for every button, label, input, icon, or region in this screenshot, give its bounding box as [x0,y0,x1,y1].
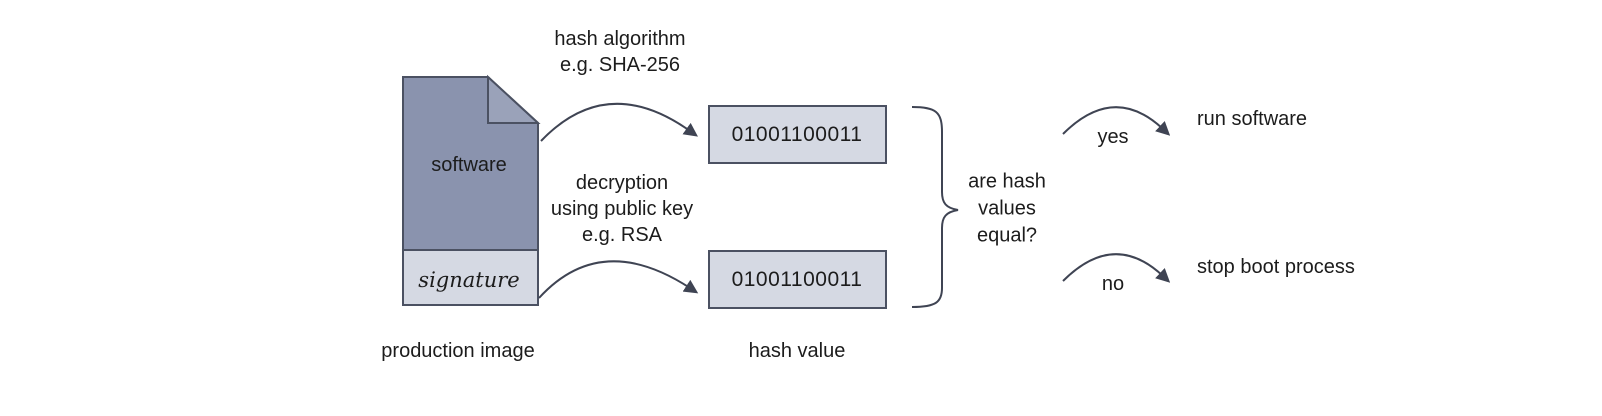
hash-equal-question: are hash values equal? [968,170,1046,247]
hash-value-box-bottom [708,250,887,309]
production-image-document [402,74,541,306]
signature-section-shape [402,249,539,306]
decryption-label: decryption using public key e.g. RSA [550,172,694,246]
hash-value-box-top [708,105,887,164]
no-arrow [1062,253,1171,283]
hash-value-top-text: 01001100011 [731,123,863,146]
hash-value-bottom-text: 01001100011 [731,268,863,291]
yes-label: yes [1097,126,1129,148]
software-label: software [431,154,507,176]
hash-algorithm-label: hash algorithm e.g. SHA-256 [554,28,686,76]
decryption-arrow [538,260,699,299]
no-label: no [1101,273,1125,295]
production-image-caption: production image [381,340,535,362]
hash-value-caption: hash value [748,340,846,362]
run-software-outcome: run software [1197,108,1308,130]
document-folded-corner-icon [487,74,541,124]
connector-lines [538,102,1171,308]
signature-label: signature [418,268,520,292]
stop-boot-process-outcome: stop boot process [1197,256,1355,278]
hash-arrow [540,102,698,142]
comparison-brace [911,106,959,308]
hash-value-boxes [708,105,887,309]
yes-arrow [1062,106,1171,136]
